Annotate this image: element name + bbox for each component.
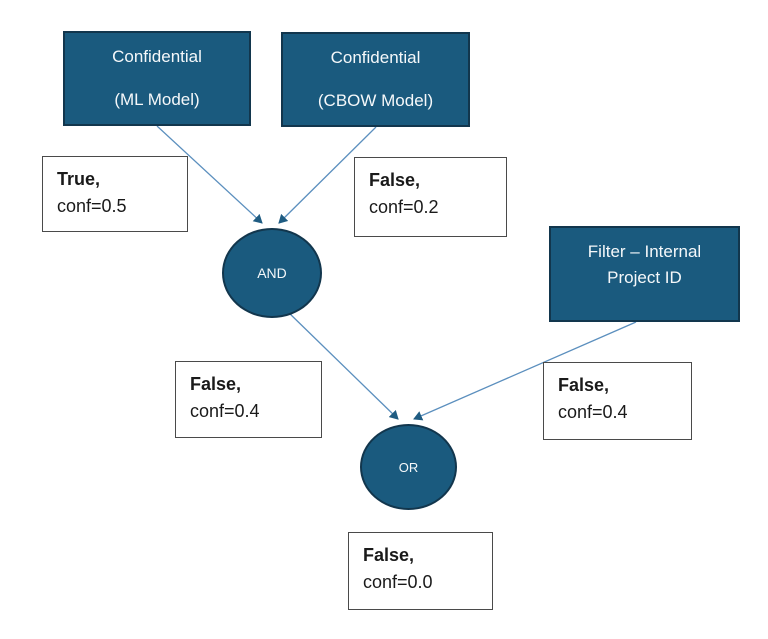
connector-filter-to-or [413,321,637,421]
connector-ml-to-and [156,125,263,224]
result-confidence: conf=0.5 [57,196,127,216]
result-label-cbow-output: False, conf=0.2 [354,157,507,237]
node-title-line: Filter – Internal [587,242,702,261]
result-confidence: conf=0.4 [558,402,628,422]
result-value: True, [57,169,101,189]
result-value: False, [558,375,610,395]
result-value: False, [190,374,242,394]
result-value: False, [369,170,421,190]
result-confidence: conf=0.0 [363,572,433,592]
gate-or: OR [360,424,457,510]
connector-and-to-or [286,310,399,420]
connector-cbow-to-and [278,126,377,224]
result-label-filter-output: False, conf=0.4 [543,362,692,440]
node-filter-internal-project-id: Filter – Internal Project ID [549,226,740,322]
node-confidential-ml-model: Confidential (ML Model) [63,31,251,126]
node-subtitle-line: (ML Model) [114,90,200,109]
node-confidential-cbow-model: Confidential (CBOW Model) [281,32,470,127]
result-label-and-output: False, conf=0.4 [175,361,322,438]
gate-and: AND [222,228,322,318]
node-title-line: Confidential [330,48,421,67]
result-value: False, [363,545,415,565]
result-confidence: conf=0.4 [190,401,260,421]
result-confidence: conf=0.2 [369,197,439,217]
node-title-line: Confidential [112,47,202,66]
gate-label: OR [398,459,419,475]
node-subtitle-line: Project ID [607,268,682,287]
node-subtitle-line: (CBOW Model) [317,91,434,110]
gate-label: AND [257,265,287,281]
result-label-or-output: False, conf=0.0 [348,532,493,610]
result-label-ml-output: True, conf=0.5 [42,156,188,232]
